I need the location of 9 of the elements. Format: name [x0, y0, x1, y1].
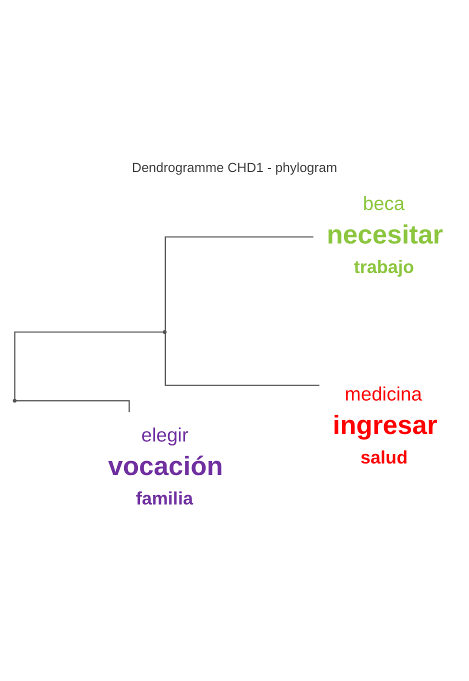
node-text: elegir vocación familia — [108, 425, 223, 508]
connector — [14, 331, 164, 400]
diagram-title: Dendrogramme CHD1 - phylogram — [132, 160, 338, 176]
connector — [164, 333, 320, 386]
node-point — [162, 330, 167, 334]
node-point — [12, 398, 17, 403]
node-text: medicina ingresar salud — [332, 384, 438, 468]
node-text: beca necesitar trabajo — [326, 194, 444, 278]
connector — [164, 236, 314, 331]
